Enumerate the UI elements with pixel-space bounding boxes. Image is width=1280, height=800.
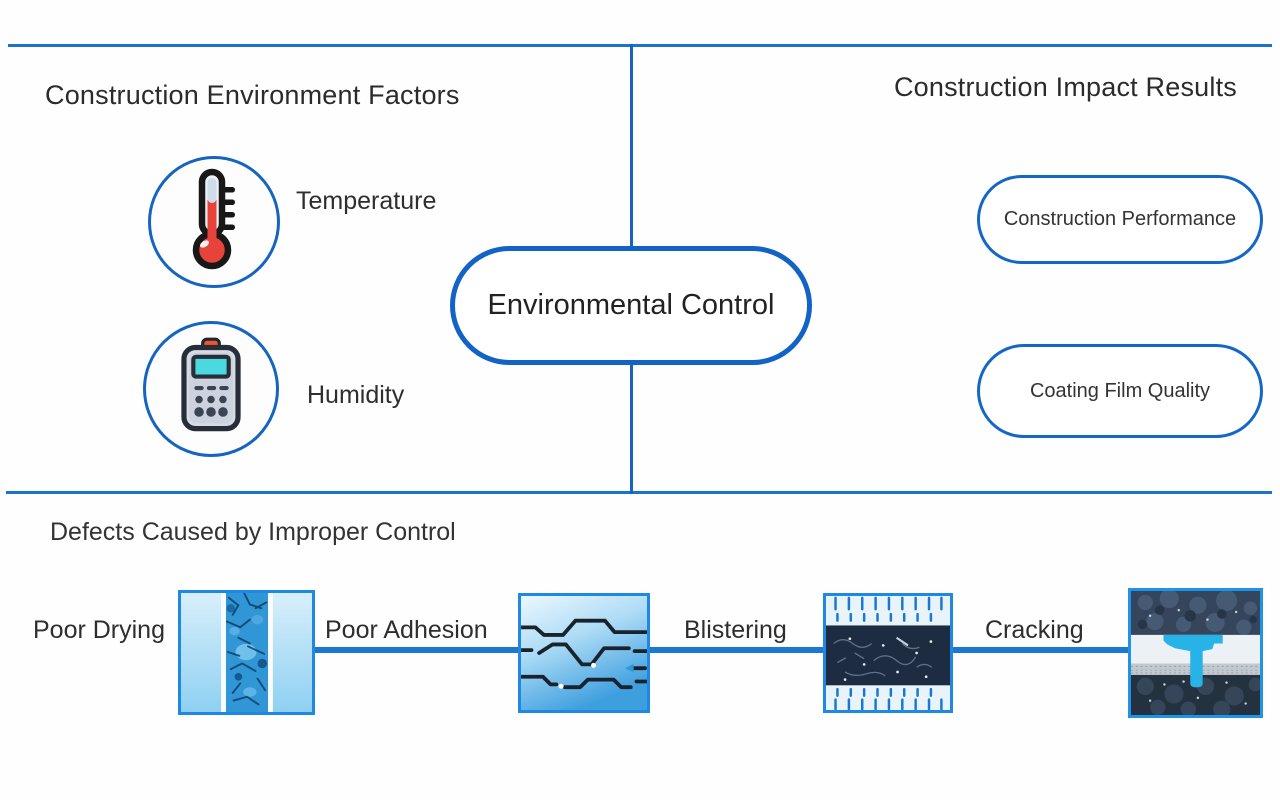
construction-performance-node: Construction Performance: [977, 175, 1263, 264]
cracking-image: [1128, 588, 1263, 718]
blistering-image: [823, 593, 953, 713]
poor-adhesion-image: [518, 593, 650, 713]
poor-drying-label: Poor Drying: [33, 616, 165, 644]
connector-line-2: [646, 647, 826, 653]
connector-line-3: [949, 647, 1131, 653]
right-section-title: Construction Impact Results: [893, 72, 1237, 102]
coating-film-quality-node: Coating Film Quality: [977, 344, 1263, 438]
poor-adhesion-label: Poor Adhesion: [325, 616, 488, 644]
coating-film-quality-label: Coating Film Quality: [1029, 379, 1211, 402]
thermometer-icon: [164, 165, 264, 280]
temperature-label: Temperature: [296, 187, 437, 215]
left-section-title: Construction Environment Factors: [45, 80, 460, 110]
top-horizontal-rule: [8, 44, 1272, 47]
construction-performance-label: Construction Performance: [1003, 208, 1237, 230]
bottom-horizontal-rule: [6, 491, 1272, 494]
defects-section-title: Defects Caused by Improper Control: [50, 518, 456, 546]
connector-line-1: [310, 647, 522, 653]
environmental-control-node: Environmental Control: [450, 246, 812, 365]
blistering-label: Blistering: [684, 616, 787, 644]
poor-drying-image: [178, 590, 315, 715]
humidity-label: Humidity: [307, 381, 405, 409]
hygrometer-icon: [159, 335, 263, 444]
environmental-control-label: Environmental Control: [487, 289, 775, 321]
humidity-circle: [143, 321, 279, 457]
cracking-label: Cracking: [985, 616, 1084, 644]
temperature-circle: [148, 156, 280, 288]
